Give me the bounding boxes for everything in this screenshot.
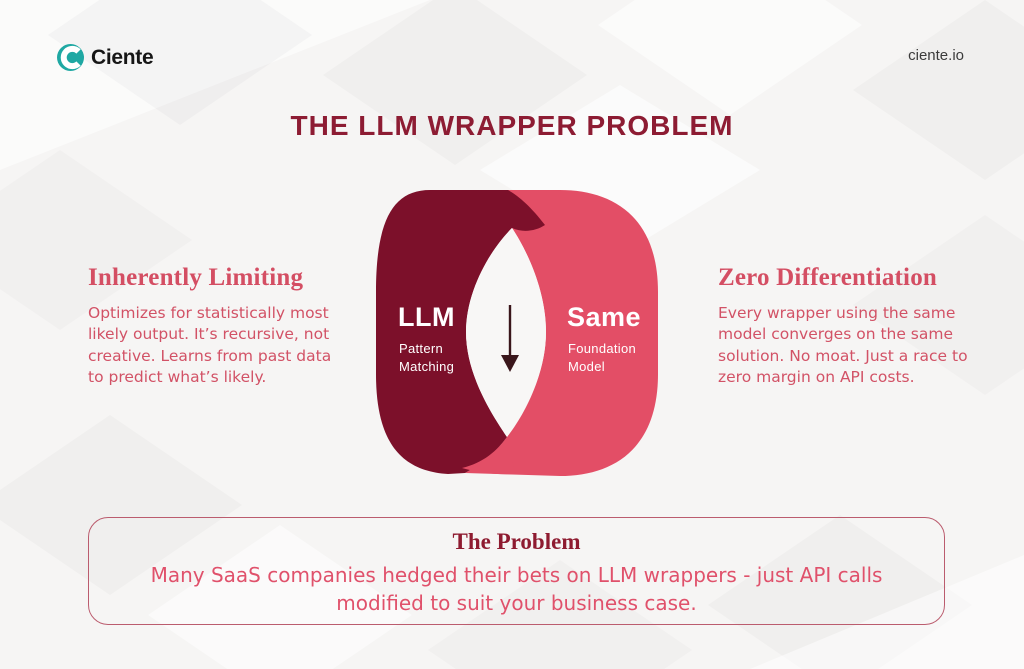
problem-box: The Problem Many SaaS companies hedged t…	[88, 517, 945, 625]
down-arrow-icon	[501, 305, 519, 372]
problem-box-body: Many SaaS companies hedged their bets on…	[150, 563, 883, 616]
llm-wrapper-ring-diagram: LLM Pattern Matching Same Foundation Mod…	[374, 188, 660, 478]
ciente-logo: Ciente	[57, 44, 154, 71]
left-panel-heading: Inherently Limiting	[88, 264, 304, 291]
left-ring-sublabel: Pattern Matching	[399, 341, 455, 374]
site-url: ciente.io	[908, 47, 964, 64]
left-ring-label: LLM	[398, 302, 455, 332]
right-ring-label: Same	[567, 302, 642, 332]
page-title: THE LLM WRAPPER PROBLEM	[290, 110, 734, 141]
problem-box-heading: The Problem	[452, 529, 581, 554]
left-panel-body: Optimizes for statistically most likely …	[88, 304, 332, 387]
logo-text: Ciente	[91, 45, 154, 69]
ring-shapes	[376, 190, 658, 476]
right-ring-sublabel: Foundation Model	[568, 341, 637, 374]
right-panel-heading: Zero Differentiation	[718, 264, 938, 291]
panel-inherently-limiting: Inherently Limiting Optimizes for statis…	[88, 264, 373, 389]
ciente-logo-icon	[57, 44, 84, 71]
panel-zero-differentiation: Zero Differentiation Every wrapper using…	[718, 264, 983, 389]
right-panel-body: Every wrapper using the same model conve…	[718, 304, 968, 387]
